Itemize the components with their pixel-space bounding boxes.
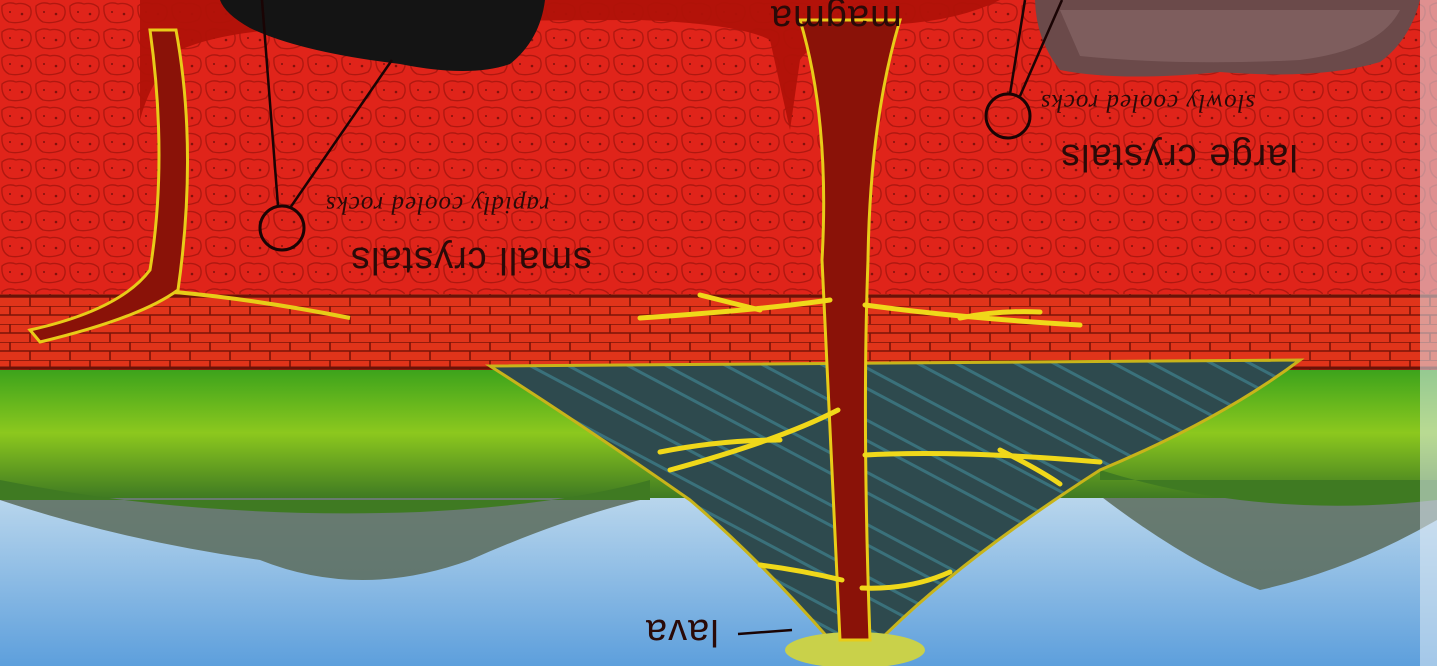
label-slowly-cooled-rocks: slowly cooled rocks [1040, 88, 1255, 116]
label-lava: lava [645, 610, 719, 653]
label-rapidly-cooled-rocks: rapidly cooled rocks [325, 190, 550, 218]
label-magma: magma [770, 0, 902, 39]
label-large-crystals: large crystals [1060, 135, 1298, 178]
label-small-crystals: small crystals [350, 238, 592, 281]
strata-layer [0, 294, 1437, 370]
page-edge [1420, 0, 1437, 666]
